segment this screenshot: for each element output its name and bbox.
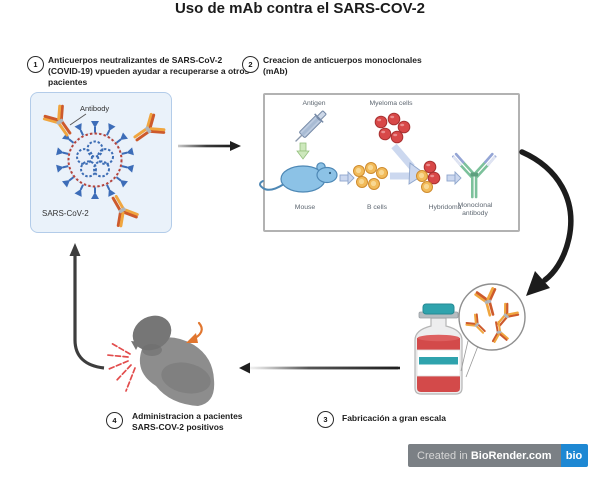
watermark-text: Created in BioRender.com xyxy=(408,444,561,467)
biorender-watermark: Created in BioRender.com bio xyxy=(408,444,588,467)
antibody-magnifier xyxy=(458,283,526,378)
watermark-brand: BioRender.com xyxy=(470,449,552,462)
b-cells-label: B cells xyxy=(366,204,388,211)
step-3-label: Fabricación a gran escala xyxy=(342,413,446,423)
antigen-label: Antigen xyxy=(302,100,326,107)
sars-cov-2-label: SARS-CoV-2 xyxy=(42,209,89,218)
myeloma-cells-label: Myeloma cells xyxy=(369,100,413,107)
cough-lines-icon xyxy=(106,342,136,392)
antibody-callout-label: Antibody xyxy=(80,104,110,113)
biorender-logo: bio xyxy=(560,444,588,467)
step-2-label: Creacion de anticuerpos monoclonales (mA… xyxy=(263,55,422,76)
arrow-step2-to-step3 xyxy=(519,149,574,296)
step-2-number: 2 xyxy=(248,60,253,69)
step-4-badge: 4 xyxy=(106,412,123,429)
mouse-label: Mouse xyxy=(294,204,316,211)
step-4-number: 4 xyxy=(112,416,117,425)
step-3-badge: 3 xyxy=(317,411,334,428)
step-1-badge: 1 xyxy=(27,56,44,73)
step-1-label: Anticuerpos neutralizantes de SARS-CoV-2… xyxy=(48,55,250,87)
arrow-step4-to-step1 xyxy=(69,243,105,370)
arrow-step1-to-step2 xyxy=(178,141,241,151)
step-3-number: 3 xyxy=(323,415,328,424)
step-4-label: Administracion a pacientes SARS-COV-2 po… xyxy=(132,411,243,432)
treatment-point-arrow-icon xyxy=(186,321,203,343)
step-1-number: 1 xyxy=(33,60,38,69)
vial-icon xyxy=(414,303,463,395)
hybridoma-label: Hybridoma xyxy=(428,204,462,211)
arrow-step3-to-step4 xyxy=(239,362,400,374)
monoclonal-antibody-label: Monoclonal antibody xyxy=(457,202,493,217)
watermark-prefix: Created in xyxy=(417,449,471,462)
step-2-badge: 2 xyxy=(242,56,259,73)
patient-figure xyxy=(131,315,215,406)
page-title: Uso de mAb contra el SARS-COV-2 xyxy=(174,0,426,17)
biorender-logo-text: bio xyxy=(565,449,583,462)
